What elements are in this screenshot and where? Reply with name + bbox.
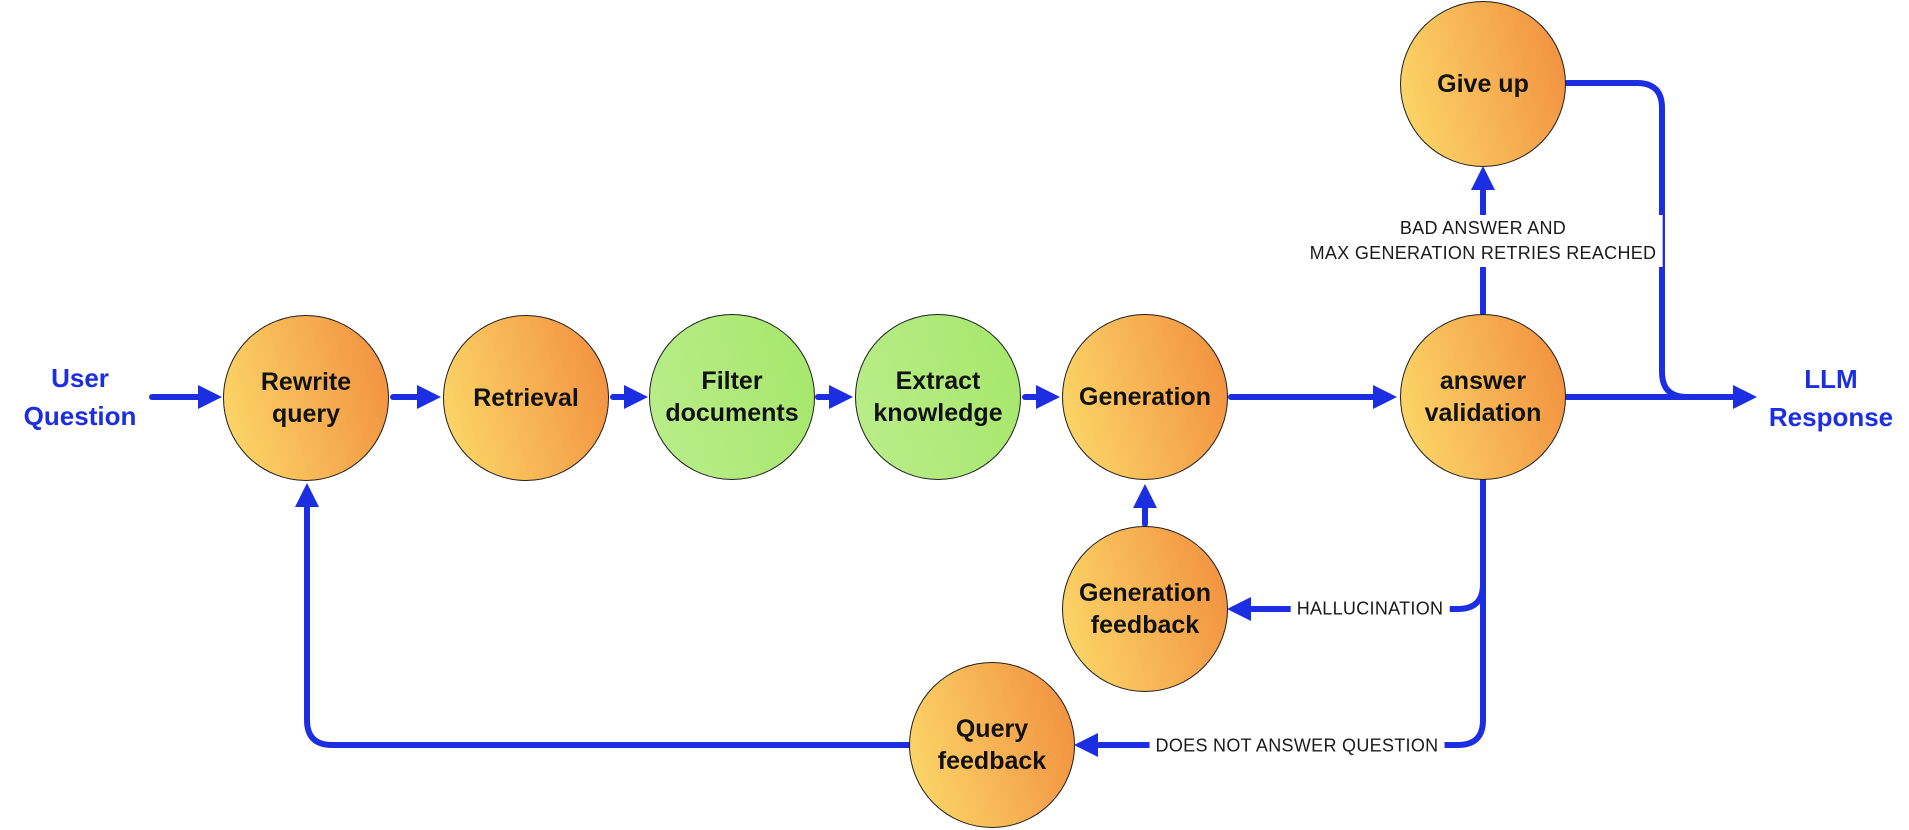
node-generation-feedback: Generation feedback: [1062, 526, 1228, 692]
node-filter-documents: Filter documents: [649, 314, 815, 480]
arrowhead-right-icon: [1036, 385, 1060, 409]
node-generation: Generation: [1062, 314, 1228, 480]
arrowhead-up-icon: [1133, 484, 1157, 508]
arrowhead-right-icon: [417, 385, 441, 409]
edge-label-does-not-answer: DOES NOT ANSWER QUESTION: [1149, 732, 1445, 760]
node-answer-validation: answer validation: [1400, 314, 1566, 480]
node-query-feedback: Query feedback: [909, 662, 1075, 828]
arrowhead-left-icon: [1074, 733, 1098, 757]
arrowhead-up-icon: [295, 483, 319, 507]
user-question-label: User Question: [23, 363, 137, 431]
node-rewrite-query: Rewrite query: [223, 315, 389, 481]
edge-query-feedback-to-rewrite-query: [304, 505, 912, 748]
arrowhead-right-icon: [1373, 385, 1397, 409]
node-give-up: Give up: [1400, 1, 1566, 167]
edge-label-hallucination: HALLUCINATION: [1290, 595, 1450, 623]
arrowhead-up-icon: [1471, 166, 1495, 190]
edge-answer-validation-to-query-feedback: [1096, 477, 1486, 748]
llm-response-label: LLM Response: [1768, 364, 1894, 432]
node-retrieval: Retrieval: [443, 315, 609, 481]
edge-label-bad-answer: BAD ANSWER AND MAX GENERATION RETRIES RE…: [1303, 215, 1663, 267]
arrowhead-right-icon: [624, 385, 648, 409]
arrowhead-right-icon: [829, 385, 853, 409]
arrowhead-right-icon: [1733, 385, 1757, 409]
arrowhead-left-icon: [1227, 597, 1251, 621]
arrowhead-right-icon: [198, 385, 222, 409]
node-extract-knowledge: Extract knowledge: [855, 314, 1021, 480]
